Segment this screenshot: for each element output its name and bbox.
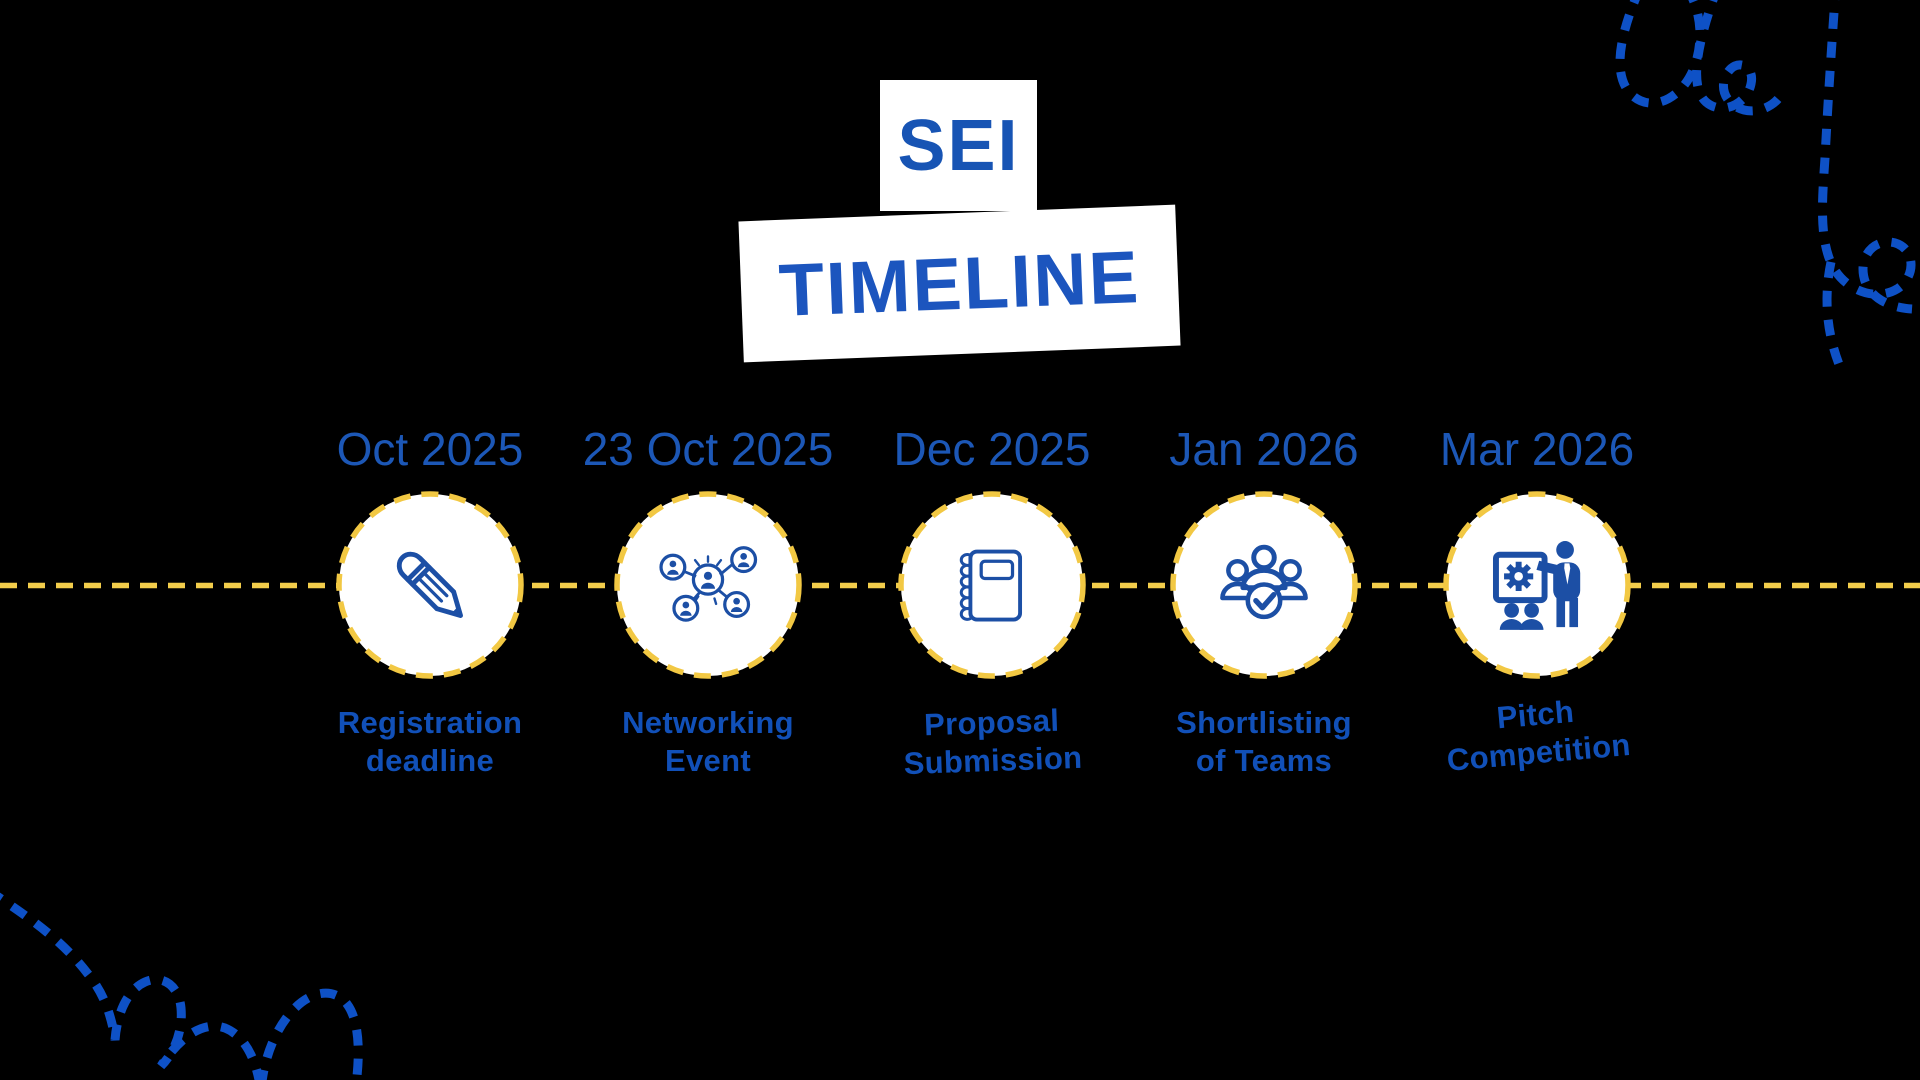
timeline-label: Registration deadline <box>337 705 523 778</box>
notebook-icon <box>959 549 1023 622</box>
timeline-label: Shortlisting of Teams <box>1176 705 1352 778</box>
timeline-node <box>335 490 525 680</box>
timeline-item-proposal-submission: Dec 2025 Proposal Submission <box>842 420 1142 781</box>
node-ring <box>336 491 524 679</box>
timeline-label: Proposal Submission <box>902 702 1083 781</box>
timeline-item-pitch-competition: Mar 2026 Pitch Competition <box>1387 420 1687 778</box>
timeline-date: 23 Oct 2025 <box>582 423 834 475</box>
timeline-item-networking-event: 23 Oct 2025 <box>558 420 858 780</box>
scribble-top-right-decoration <box>1615 0 1916 376</box>
network-people-icon <box>659 546 758 622</box>
title-box-timeline: TIMELINE <box>738 204 1181 363</box>
timeline-item-registration-deadline: Oct 2025 Registration deadline <box>280 420 580 780</box>
title-line2: TIMELINE <box>777 235 1142 332</box>
timeline-label: Pitch Competition <box>1445 693 1632 778</box>
timeline-date: Dec 2025 <box>893 423 1091 475</box>
timeline-node <box>1442 490 1632 680</box>
timeline-node <box>897 490 1087 680</box>
team-check-icon <box>1220 544 1308 620</box>
node-ring <box>1443 491 1631 679</box>
scribble-bottom-left-decoration <box>0 892 363 1080</box>
timeline-date: Jan 2026 <box>1169 423 1359 475</box>
title-box-sei: SEI <box>880 80 1037 211</box>
presentation-icon <box>1492 541 1581 630</box>
timeline-date: Mar 2026 <box>1439 423 1635 475</box>
timeline-label: Networking Event <box>622 705 794 778</box>
timeline-node <box>1169 490 1359 680</box>
timeline-node <box>613 490 803 680</box>
timeline-item-shortlisting-of-teams: Jan 2026 Shortlisting of Teams <box>1114 420 1414 780</box>
timeline-date: Oct 2025 <box>336 423 524 475</box>
title-line1: SEI <box>897 105 1020 186</box>
node-ring <box>898 491 1086 679</box>
pencil-icon <box>396 551 463 618</box>
